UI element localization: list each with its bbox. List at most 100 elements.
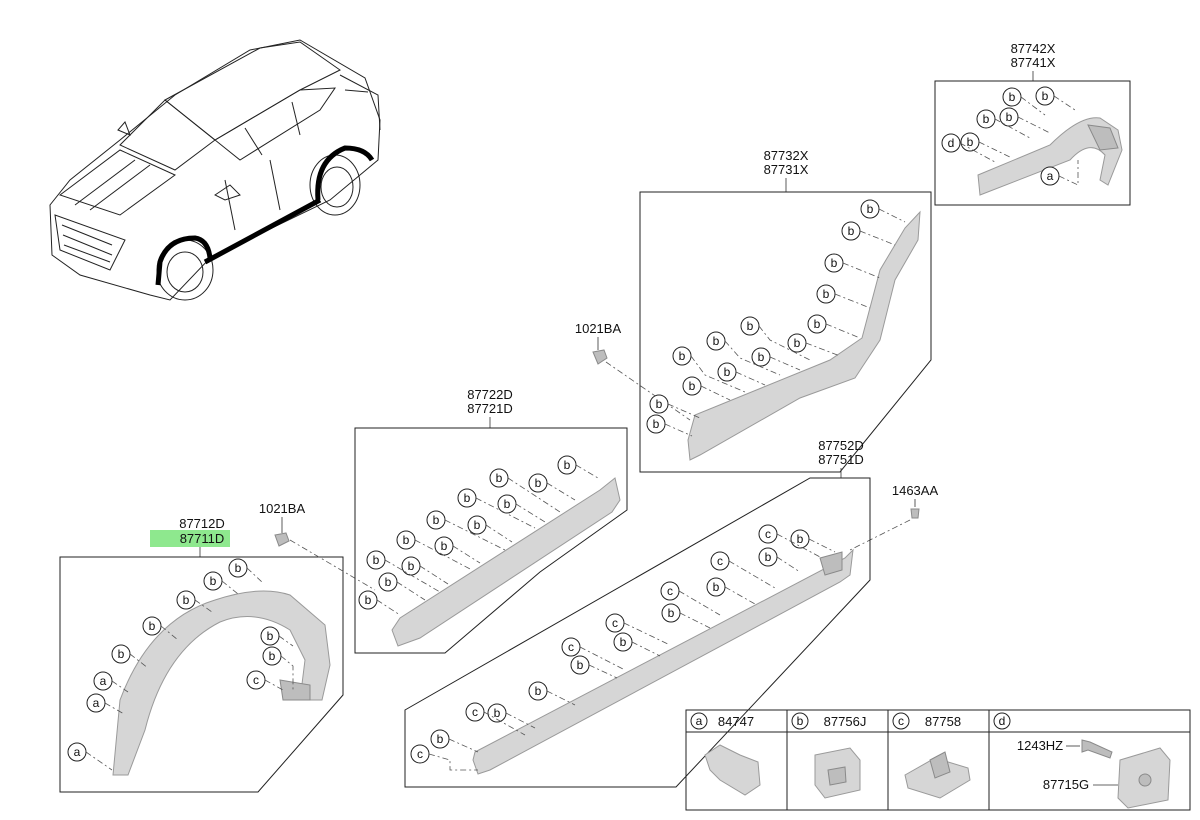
svg-text:b: b xyxy=(1009,90,1016,104)
svg-text:b: b xyxy=(464,491,471,505)
bubble-group-rear-door: b b b b b b b b b b b b b b xyxy=(646,199,906,437)
legend-part-number[interactable]: 84747 xyxy=(718,714,754,729)
part-number[interactable]: 87732X xyxy=(764,148,809,163)
front-sill-group: 87722D 87721D b b b b b b b b b b b b b xyxy=(354,387,628,654)
side-sill-group: 87752D 87751D c b c b c b c b c b b b c … xyxy=(404,438,871,788)
svg-text:d: d xyxy=(948,136,955,150)
clip-icon xyxy=(704,744,761,796)
svg-text:b: b xyxy=(437,732,444,746)
svg-text:b: b xyxy=(823,287,830,301)
svg-text:b: b xyxy=(183,593,190,607)
svg-text:b: b xyxy=(403,533,410,547)
legend-letter: c xyxy=(898,714,904,728)
svg-text:c: c xyxy=(253,673,259,687)
svg-text:c: c xyxy=(765,527,771,541)
svg-text:a: a xyxy=(74,745,81,759)
svg-text:b: b xyxy=(848,224,855,238)
svg-text:b: b xyxy=(365,593,372,607)
part-number[interactable]: 87751D xyxy=(818,452,864,467)
svg-text:b: b xyxy=(724,365,731,379)
svg-text:b: b xyxy=(385,575,392,589)
svg-text:b: b xyxy=(765,550,772,564)
svg-text:c: c xyxy=(417,747,423,761)
part-number[interactable]: 1021BA xyxy=(575,321,622,336)
svg-text:b: b xyxy=(269,649,276,663)
part-number-highlighted[interactable]: 87711D xyxy=(180,531,225,546)
svg-text:b: b xyxy=(653,417,660,431)
svg-text:b: b xyxy=(494,706,501,720)
svg-text:b: b xyxy=(831,256,838,270)
rear-door-group: 87732X 87731X b b b b b b b b b b b b b … xyxy=(639,148,932,473)
screw-icon xyxy=(1081,739,1113,759)
legend-part-number[interactable]: 87758 xyxy=(925,714,961,729)
part-number[interactable]: 87742X xyxy=(1011,41,1056,56)
legend-part-number[interactable]: 1243HZ xyxy=(1017,738,1063,753)
vehicle-illustration xyxy=(49,39,381,301)
svg-text:b: b xyxy=(408,559,415,573)
svg-text:b: b xyxy=(373,553,380,567)
svg-text:b: b xyxy=(747,319,754,333)
svg-text:b: b xyxy=(967,135,974,149)
part-number[interactable]: 87731X xyxy=(764,162,809,177)
legend-cell-b: b 87756J xyxy=(791,712,867,799)
svg-text:b: b xyxy=(118,647,125,661)
bubble-group-front-sill: b b b b b b b b b b b b b xyxy=(358,455,599,616)
svg-text:b: b xyxy=(577,658,584,672)
bubble-group-front-arch: b b b b b a a a b b c xyxy=(67,558,294,771)
svg-text:b: b xyxy=(814,317,821,331)
front-arch-group: 87712D 87711D b b b b b a a a b b c xyxy=(59,516,344,793)
svg-text:b: b xyxy=(794,336,801,350)
part-number[interactable]: 87721D xyxy=(467,401,513,416)
svg-text:b: b xyxy=(474,518,481,532)
svg-text:c: c xyxy=(568,640,574,654)
svg-text:b: b xyxy=(433,513,440,527)
svg-text:b: b xyxy=(535,476,542,490)
svg-text:b: b xyxy=(983,112,990,126)
svg-text:b: b xyxy=(679,349,686,363)
svg-text:c: c xyxy=(612,616,618,630)
legend-cell-d: d 1243HZ 87715G xyxy=(993,712,1171,809)
svg-text:b: b xyxy=(235,561,242,575)
svg-text:b: b xyxy=(689,379,696,393)
svg-text:b: b xyxy=(620,635,627,649)
svg-text:b: b xyxy=(496,471,503,485)
rear-arch-group: 87742X 87741X b b b b d b a xyxy=(934,41,1131,206)
svg-text:c: c xyxy=(717,554,723,568)
svg-text:b: b xyxy=(758,350,765,364)
part-number[interactable]: 1463AA xyxy=(892,483,939,498)
legend-part-number[interactable]: 87715G xyxy=(1043,777,1089,792)
part-number[interactable]: 87712D xyxy=(179,516,225,531)
svg-text:b: b xyxy=(267,629,274,643)
bubble-group-rear-arch: b b b b d b a xyxy=(941,86,1079,186)
part-number[interactable]: 87741X xyxy=(1011,55,1056,70)
svg-text:c: c xyxy=(472,705,478,719)
legend-part-number[interactable]: 87756J xyxy=(824,714,867,729)
bolt-1021ba-rear: 1021BA xyxy=(575,321,691,421)
svg-text:b: b xyxy=(149,619,156,633)
part-number[interactable]: 87752D xyxy=(818,438,864,453)
svg-text:b: b xyxy=(668,606,675,620)
svg-text:c: c xyxy=(667,584,673,598)
part-number[interactable]: 1021BA xyxy=(259,501,306,516)
svg-text:b: b xyxy=(713,334,720,348)
fastener-legend: a 84747 b 87756J c 87758 d 1243HZ 877 xyxy=(685,709,1191,811)
legend-cell-a: a 84747 xyxy=(690,712,761,796)
svg-text:b: b xyxy=(1006,110,1013,124)
legend-letter: a xyxy=(696,714,703,728)
svg-text:b: b xyxy=(867,202,874,216)
legend-letter: d xyxy=(999,714,1006,728)
svg-text:b: b xyxy=(441,539,448,553)
svg-text:b: b xyxy=(1042,89,1049,103)
screw-1463aa: 1463AA xyxy=(849,483,939,551)
svg-text:a: a xyxy=(1047,169,1054,183)
svg-text:a: a xyxy=(100,674,107,688)
svg-text:a: a xyxy=(93,696,100,710)
part-number[interactable]: 87722D xyxy=(467,387,513,402)
svg-text:b: b xyxy=(210,574,217,588)
svg-text:b: b xyxy=(535,684,542,698)
legend-cell-c: c 87758 xyxy=(892,712,971,799)
svg-text:b: b xyxy=(797,532,804,546)
bolt-1021ba-front: 1021BA xyxy=(259,501,376,591)
svg-text:b: b xyxy=(656,397,663,411)
